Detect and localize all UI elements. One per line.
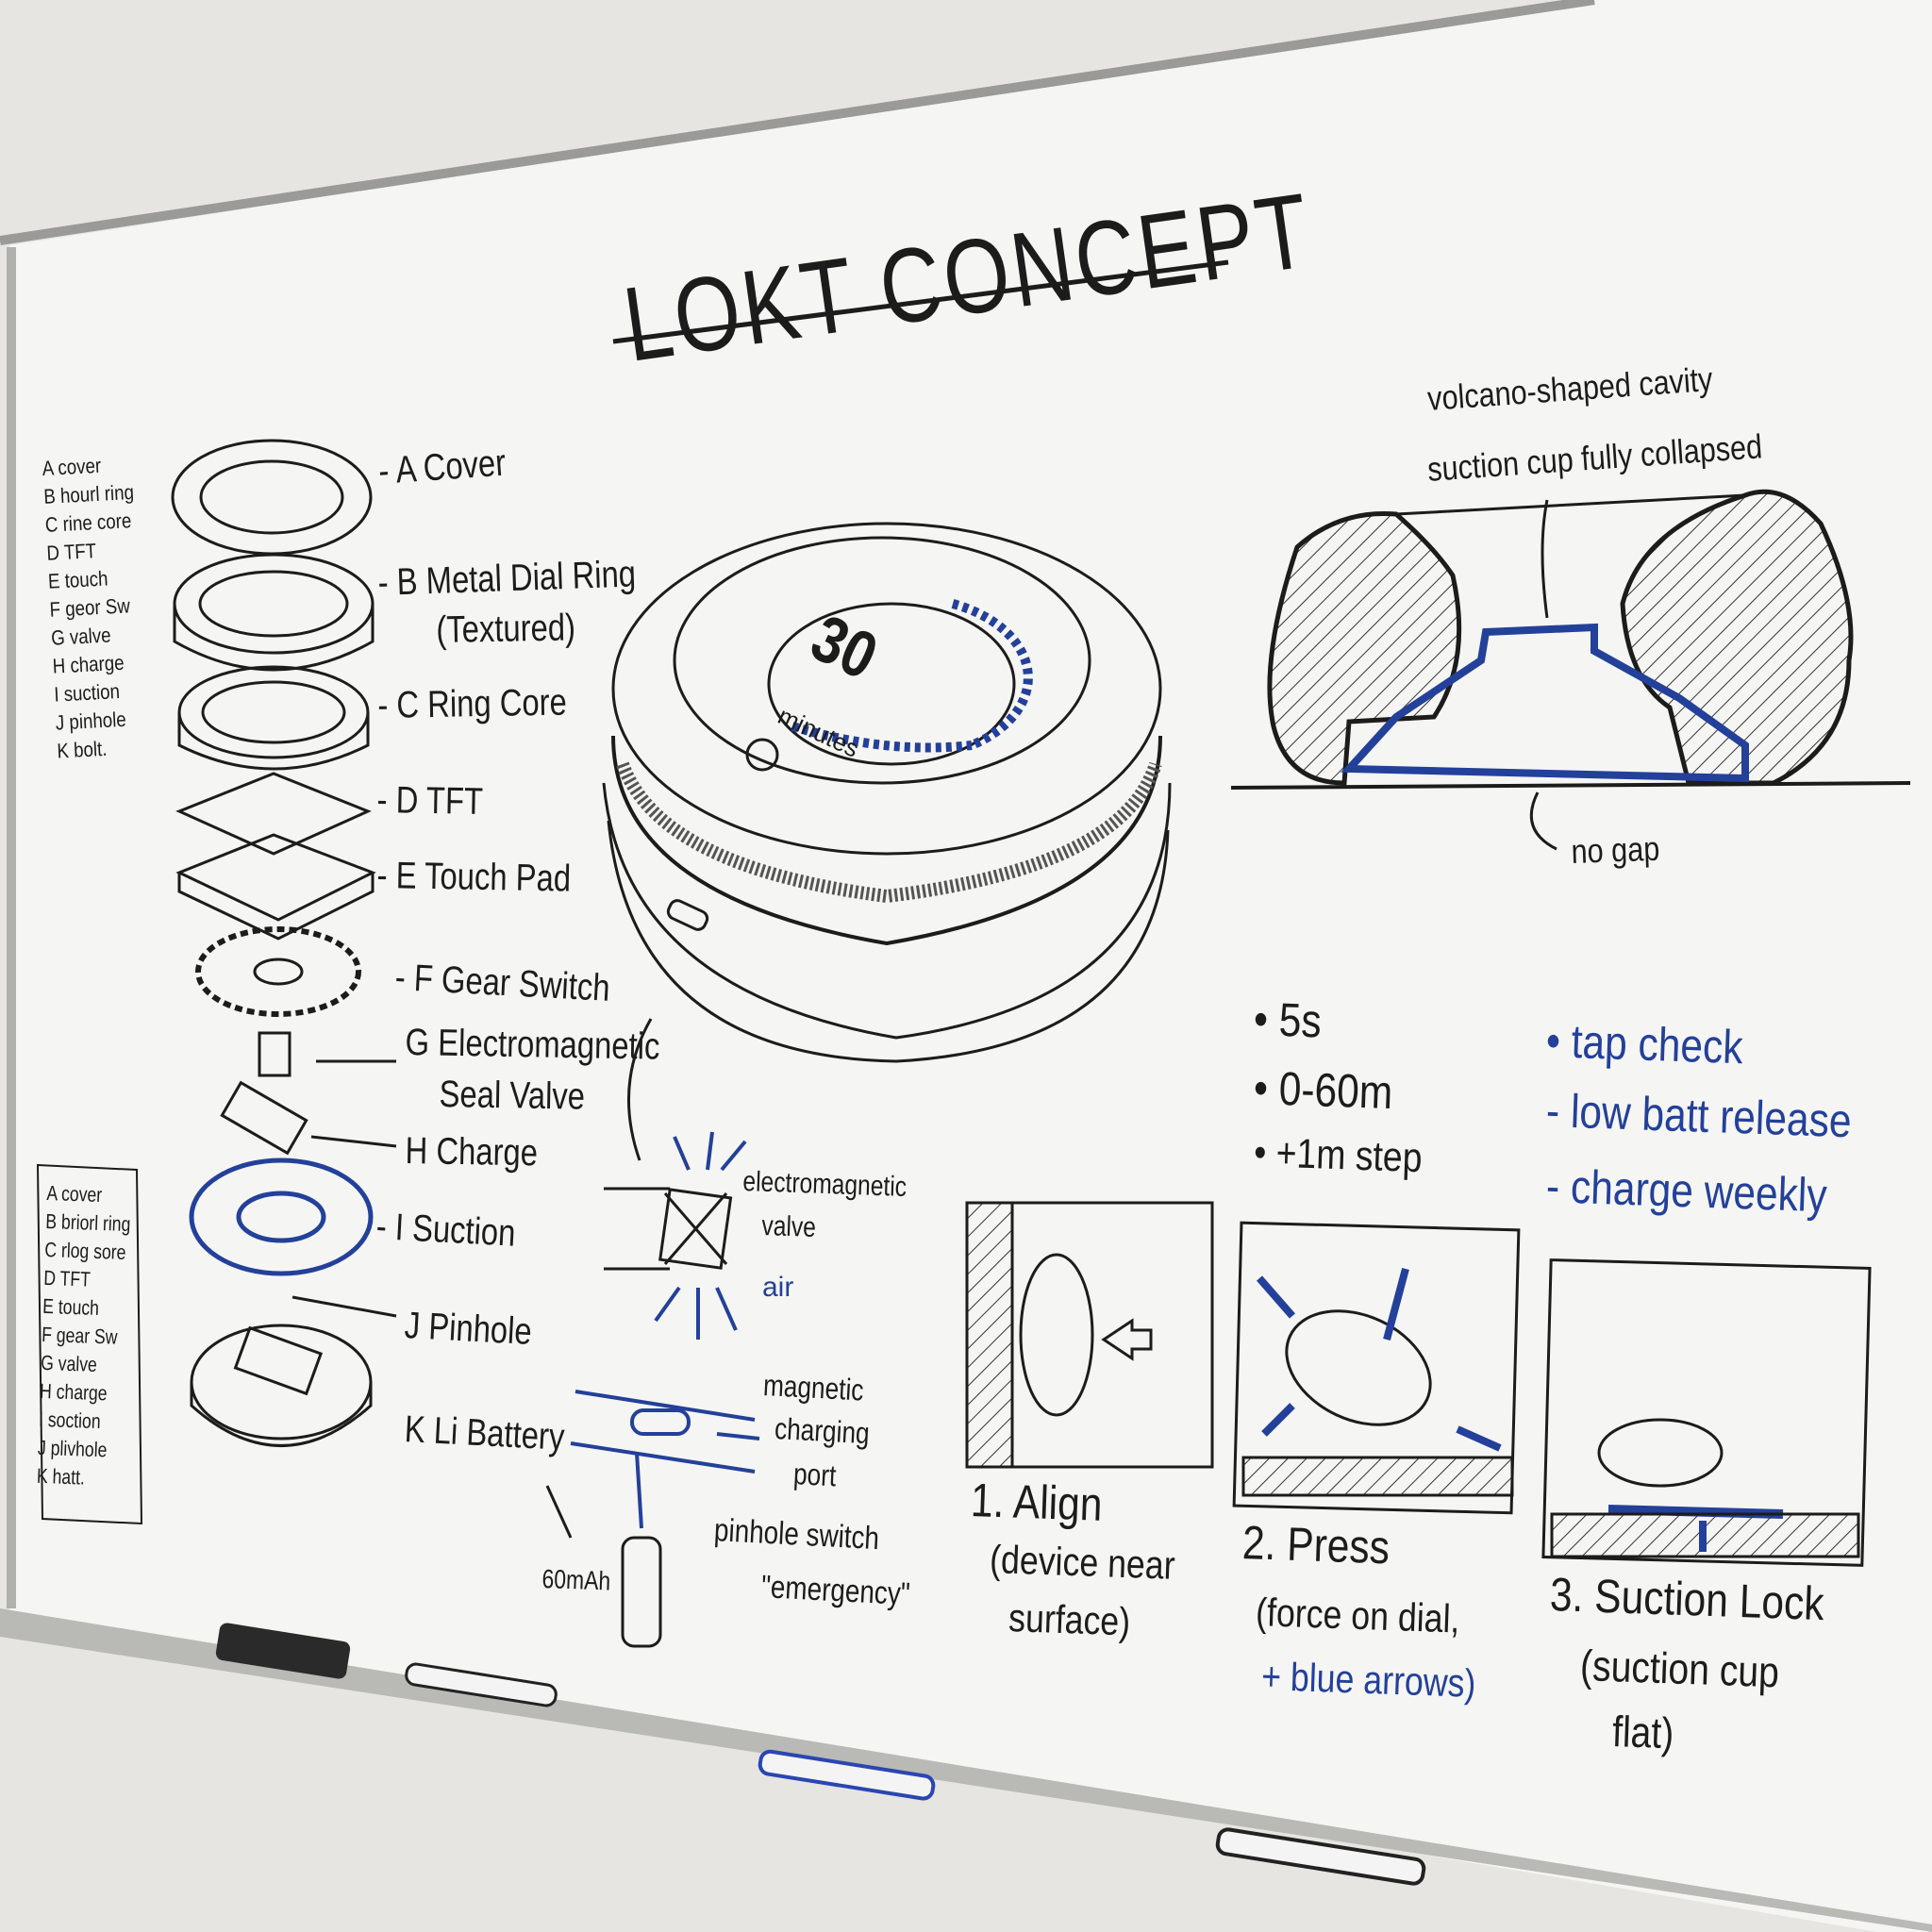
label-tft: - D TFT bbox=[376, 779, 484, 823]
battery-capacity-label: 60mAh bbox=[541, 1564, 611, 1596]
label-cover: - A Cover bbox=[376, 441, 508, 492]
legend-item: D TFT bbox=[42, 1265, 92, 1291]
feature-item: - charge weekly bbox=[1545, 1159, 1828, 1223]
step-1-desc-1: (device near bbox=[989, 1537, 1176, 1588]
spec-item: • 5s bbox=[1253, 992, 1323, 1048]
eraser bbox=[215, 1623, 351, 1679]
label-pinhole: J Pinhole bbox=[403, 1305, 533, 1354]
legend-item: A cover bbox=[46, 1180, 103, 1208]
whiteboard-surface bbox=[9, 0, 1932, 1932]
feature-item: - low batt release bbox=[1545, 1084, 1853, 1148]
feature-item: • tap check bbox=[1545, 1014, 1744, 1074]
step-panel-suction-lock bbox=[1541, 1258, 1872, 1567]
legend-top: A cover B hourl ring C rine core D TFT E… bbox=[42, 450, 148, 766]
label-textured: (Textured) bbox=[435, 607, 576, 651]
board-frame bbox=[0, 0, 1595, 245]
legend-item: K bolt. bbox=[56, 736, 108, 763]
step-panel-press bbox=[1232, 1221, 1521, 1515]
step-3-desc-2: flat) bbox=[1611, 1707, 1675, 1758]
part-suction bbox=[189, 1158, 374, 1276]
marker-black bbox=[405, 1662, 558, 1707]
part-gear bbox=[195, 926, 361, 1017]
legend-item: C rine core bbox=[44, 508, 132, 537]
legend-item: I soction bbox=[38, 1407, 102, 1434]
marker-blue bbox=[758, 1749, 936, 1801]
label-battery: K Li Battery bbox=[403, 1408, 566, 1458]
valve-label-1: electromagnetic bbox=[741, 1166, 908, 1204]
step-1-title: 1. Align bbox=[970, 1474, 1104, 1531]
label-charge: H Charge bbox=[405, 1130, 539, 1174]
part-charge bbox=[220, 1080, 308, 1156]
label-dial-ring: - B Metal Dial Ring bbox=[376, 553, 637, 604]
legend-item: K hatt. bbox=[36, 1463, 86, 1490]
battery-cell bbox=[621, 1536, 662, 1648]
step-2-desc-1: (force on dial, bbox=[1255, 1590, 1461, 1641]
legend-item: C rlog sore bbox=[43, 1237, 126, 1264]
legend-bottom: A cover B briorl ring C rlog sore D TFT … bbox=[36, 1179, 131, 1493]
charging-label-2: charging bbox=[774, 1411, 871, 1451]
step-2-desc-2: + blue arrows) bbox=[1260, 1654, 1477, 1706]
device-sketch bbox=[602, 522, 1172, 1063]
legend-item: H charge bbox=[39, 1378, 108, 1406]
cross-section-diagram bbox=[1230, 489, 1911, 851]
legend-item: B briorl ring bbox=[45, 1208, 131, 1237]
part-tft bbox=[175, 772, 372, 856]
no-gap-label: no gap bbox=[1570, 828, 1660, 871]
marker-black-2 bbox=[1215, 1827, 1426, 1886]
charging-label-1: magnetic bbox=[762, 1368, 865, 1407]
step-1-desc-2: surface) bbox=[1008, 1595, 1131, 1644]
spec-item: • 0-60m bbox=[1253, 1061, 1394, 1120]
pinhole-switch-label: pinhole switch bbox=[713, 1512, 880, 1557]
step-2-title: 2. Press bbox=[1241, 1516, 1391, 1574]
legend-item: F gear Sw bbox=[41, 1322, 118, 1349]
label-suction: - I Suction bbox=[375, 1206, 517, 1255]
valve-diagram bbox=[604, 1131, 747, 1340]
spec-item: • +1m step bbox=[1253, 1129, 1424, 1182]
charging-label-3: port bbox=[792, 1457, 838, 1493]
part-valve bbox=[258, 1031, 291, 1077]
legend-item: G valve bbox=[40, 1350, 98, 1376]
air-label: air bbox=[762, 1272, 794, 1303]
label-seal-valve: Seal Valve bbox=[439, 1074, 586, 1118]
step-3-desc-1: (suction cup bbox=[1579, 1641, 1780, 1697]
legend-item: J plivhole bbox=[37, 1435, 108, 1462]
step-3-title: 3. Suction Lock bbox=[1549, 1568, 1825, 1631]
label-valve: G Electromagnetic bbox=[405, 1022, 660, 1068]
legend-item: E touch bbox=[42, 1293, 100, 1320]
emergency-label: "emergency" bbox=[760, 1569, 911, 1613]
valve-label-2: valve bbox=[760, 1210, 817, 1243]
label-ring-core: - C Ring Core bbox=[376, 681, 568, 726]
legend-item: F geor Sw bbox=[48, 593, 131, 622]
charging-port-diagram bbox=[570, 1390, 760, 1529]
label-touch-pad: - E Touch Pad bbox=[376, 855, 572, 900]
